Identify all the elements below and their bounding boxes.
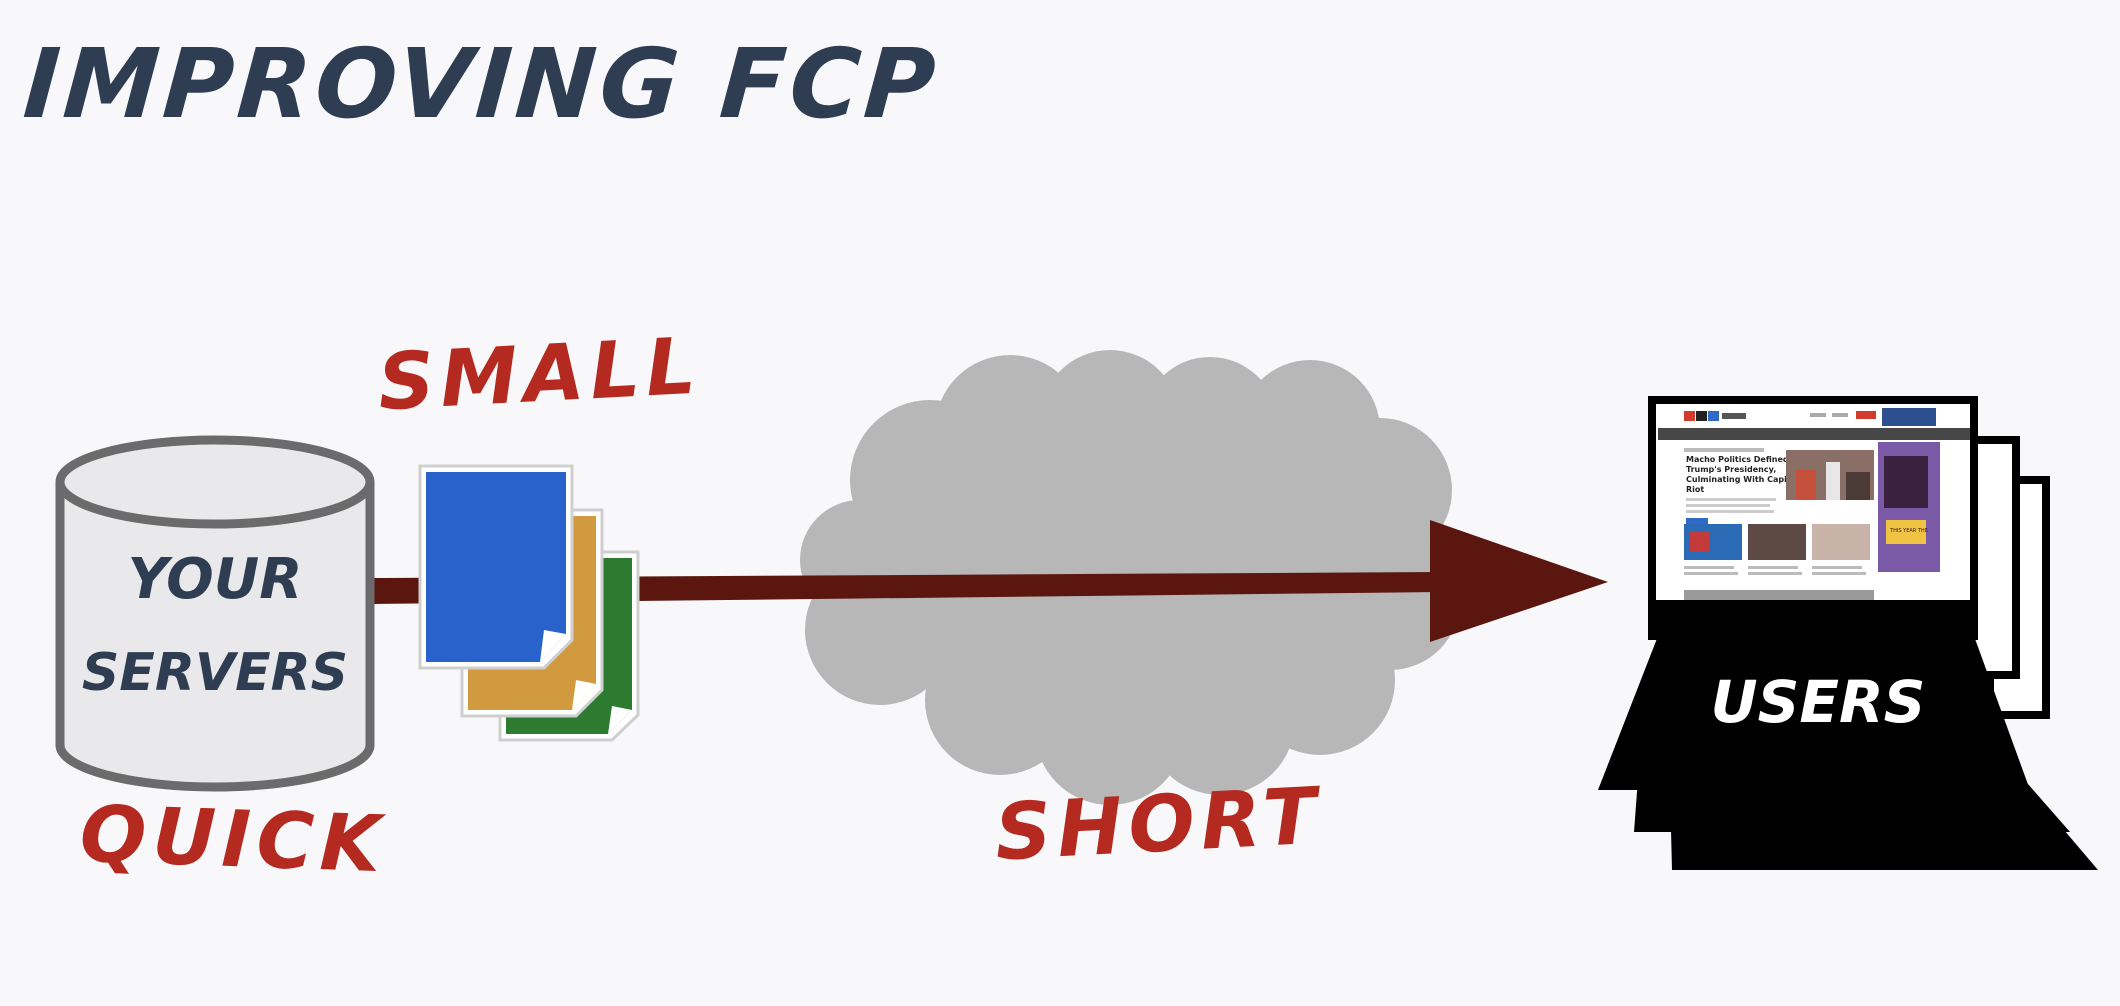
users-label: USERS [1711, 668, 1926, 736]
webpage-promo: THIS YEAR THE [1889, 528, 1928, 534]
label-quick: QUICK [78, 789, 388, 891]
database-cylinder-icon: YOUR SERVERS [55, 435, 375, 792]
webpage-headline-3: Culminating With Capitol [1686, 475, 1799, 484]
webpage-headline: Macho Politics Defined [1686, 455, 1789, 464]
server-label-line1: YOUR [128, 547, 303, 612]
webpage-headline-2: Trump's Presidency, [1686, 465, 1776, 474]
webpage-headline-4: Riot [1686, 485, 1704, 494]
document-stack-icon [418, 464, 640, 742]
label-short: SHORT [992, 771, 1325, 879]
label-small: SMALL [375, 321, 704, 429]
server-label-line2: SERVERS [82, 643, 348, 703]
laptop-stack-icon: USERS Macho Politics Defined Trump's Pre… [1598, 396, 2030, 790]
webpage-thumbnail: Macho Politics Defined Trump's Presidenc… [1658, 404, 1970, 600]
document-blue [418, 464, 574, 670]
